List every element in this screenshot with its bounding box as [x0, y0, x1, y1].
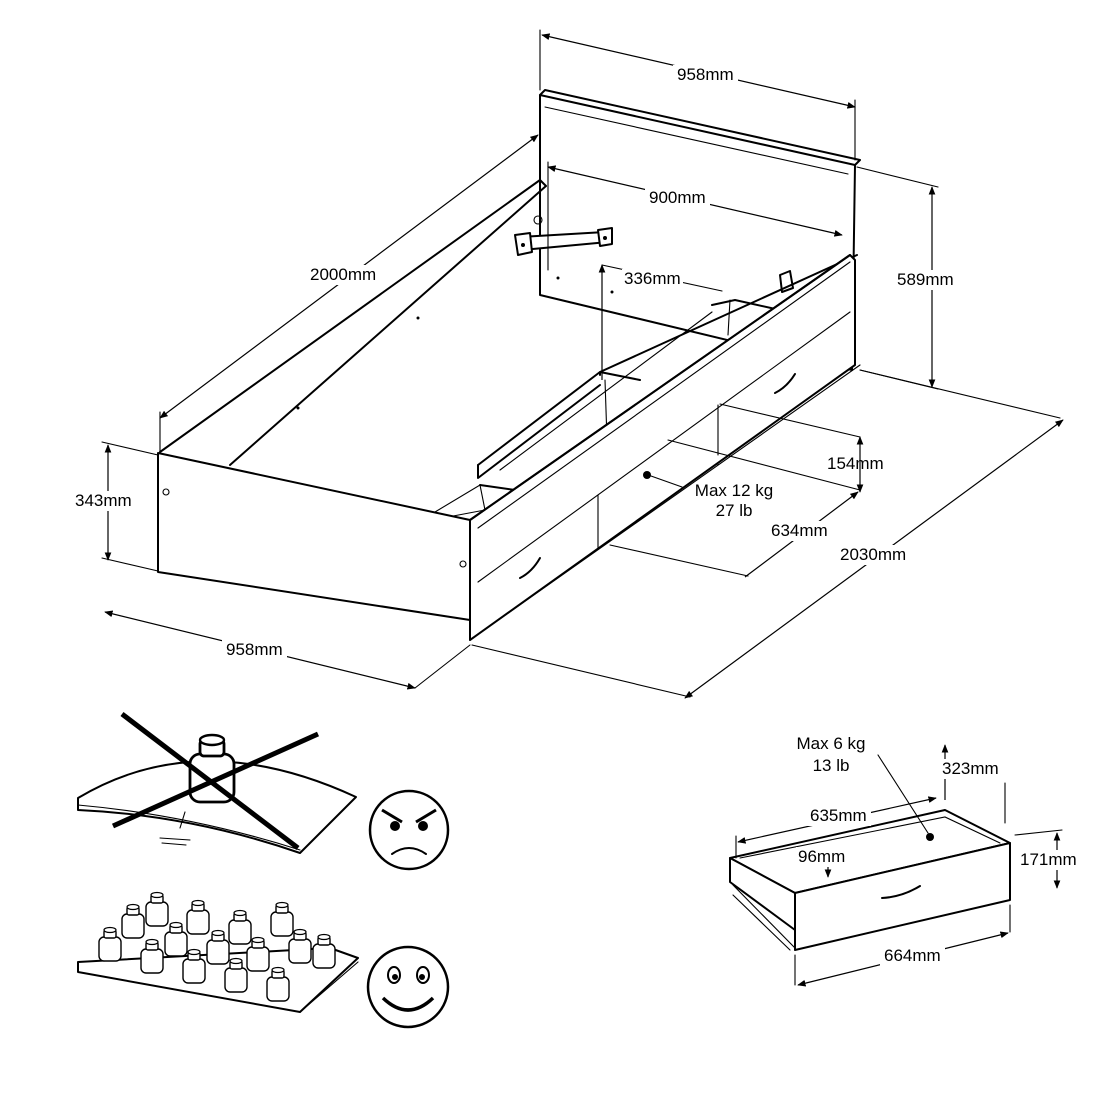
wrong-loading-illustration	[77, 712, 357, 854]
drawer-front-handle	[881, 885, 921, 899]
drawer-length-label: 664mm	[880, 946, 945, 966]
angry-face-icon	[368, 789, 450, 871]
drawer-inner-height-label: 96mm	[796, 847, 848, 867]
drawer-front	[794, 842, 1011, 951]
side-height-label: 343mm	[73, 491, 134, 511]
front-width-label: 958mm	[222, 640, 287, 660]
drawer-load-point	[926, 833, 934, 841]
drawer-handle-front	[519, 557, 541, 579]
drawer-load-imperial-label: 13 lb	[812, 756, 850, 775]
inner-width-label: 900mm	[645, 188, 710, 208]
gap-height-label: 336mm	[622, 269, 683, 289]
bed-drawing	[157, 89, 1061, 641]
footboard	[157, 452, 471, 621]
happy-face-icon	[366, 945, 450, 1029]
center-support	[477, 371, 641, 466]
bed-load-imperial-label: 27 lb	[715, 501, 753, 520]
drawer-load-metric-label: Max 6 kg	[796, 734, 866, 753]
sagging-shelf	[77, 760, 357, 854]
drawer-handle-back	[774, 373, 796, 394]
drawer-height-label: 171mm	[1018, 850, 1079, 870]
headboard-width-label: 958mm	[673, 65, 738, 85]
cross-line-2	[111, 731, 320, 829]
left-side-rail	[159, 179, 547, 466]
drawer-gap-label: 154mm	[827, 454, 884, 473]
length-label: 2000mm	[306, 265, 381, 285]
load-point	[643, 471, 651, 479]
drawer-width-label: 323mm	[940, 759, 1001, 779]
headboard-height-label: 589mm	[895, 270, 956, 290]
total-length-label: 2030mm	[838, 545, 909, 565]
drawer-drawing	[729, 754, 1011, 951]
correct-loading-illustration	[77, 891, 359, 1013]
drawer-depth-label: 634mm	[769, 521, 830, 541]
bed-load-metric-label: Max 12 kg	[694, 481, 774, 500]
drawer-inner-length-label: 635mm	[806, 806, 871, 826]
